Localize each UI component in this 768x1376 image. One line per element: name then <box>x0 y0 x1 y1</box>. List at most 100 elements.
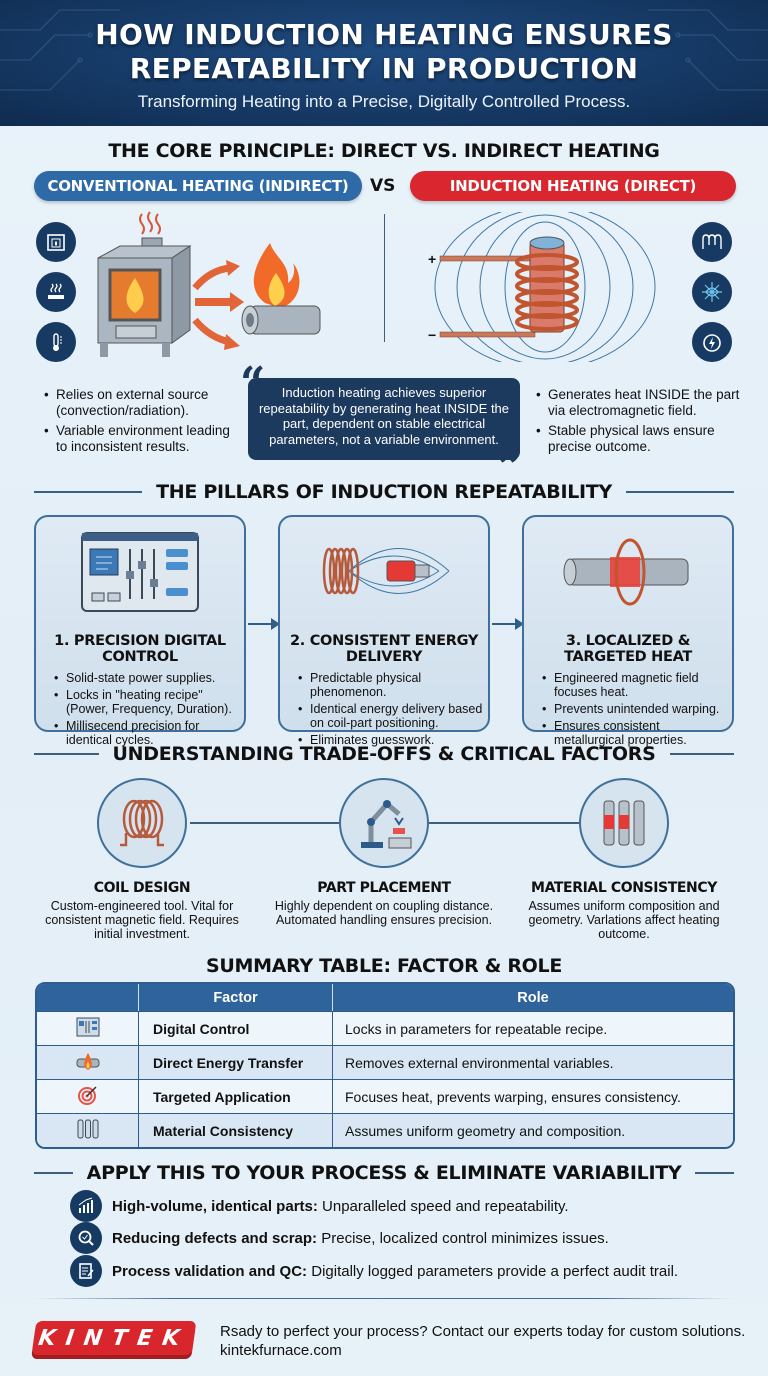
heating-surface-icon <box>36 272 76 312</box>
table-row: Targeted Application Focuses heat, preve… <box>37 1079 733 1113</box>
pillar-title: 3. LOCALIZED & TARGETED HEAT <box>564 633 692 665</box>
document-edit-icon <box>70 1255 102 1287</box>
parts-icon <box>37 1113 139 1147</box>
pillars-header: THE PILLARS OF INDUCTION REPEATABILITY <box>0 481 768 503</box>
control-panel-icon <box>81 532 199 612</box>
circuit-decoration-icon <box>648 9 768 91</box>
conventional-heating-pill: CONVENTIONAL HEATING (INDIRECT) <box>34 171 362 201</box>
factor-coil-design: COIL DESIGN Custom-engineered tool. Vita… <box>32 778 252 941</box>
close-quote-icon: ” <box>498 442 524 493</box>
magnetic-field-icon <box>692 272 732 312</box>
factor-cell: Direct Energy Transfer <box>139 1045 333 1079</box>
website-link[interactable]: kintekfurnace.com <box>220 1342 342 1359</box>
bullet: Predictable physical phenomenon. <box>298 671 488 699</box>
table-row: Material Consistency Assumes uniform geo… <box>37 1113 733 1147</box>
table-row: Digital Control Locks in parameters for … <box>37 1011 733 1045</box>
factor-part-placement: PART PLACEMENT Highly dependent on coupl… <box>274 778 494 927</box>
apply-section-title: APPLY THIS TO YOUR PROCESS & ELIMINATE V… <box>86 1162 682 1184</box>
arrow-right-icon <box>492 618 524 630</box>
bullet: Ensures consistent metallurgical propert… <box>542 719 732 747</box>
summary-table: Factor Role Digital Control Locks in par… <box>35 982 735 1149</box>
divider-line <box>34 491 143 493</box>
induction-coil-illustration: + − <box>428 212 656 362</box>
page-subtitle: Transforming Heating into a Precise, Dig… <box>137 92 631 111</box>
table-header-row: Factor Role <box>37 984 733 1011</box>
apply-header: APPLY THIS TO YOUR PROCESS & ELIMINATE V… <box>0 1162 768 1184</box>
bullet: Engineered magnetic field focuses heat. <box>542 671 732 699</box>
kintek-logo[interactable]: KINTEK <box>31 1321 197 1355</box>
bullet: Eliminates guesswork. <box>298 733 488 747</box>
role-cell: Locks in parameters for repeatable recip… <box>333 1011 733 1045</box>
bar-chart-icon <box>70 1190 102 1222</box>
conventional-bullets: Relies on external source (convection/ra… <box>44 387 244 459</box>
bullet: Locks in "heating recipe" (Power, Freque… <box>54 688 244 716</box>
footer-cta: Rsady to perfect your process? Contact o… <box>220 1322 745 1360</box>
core-section-title: THE CORE PRINCIPLE: DIRECT VS. INDIRECT … <box>108 140 660 162</box>
robot-arm-icon <box>339 778 429 868</box>
bullet: Solid-state power supplies. <box>54 671 244 685</box>
apply-item: Process validation and QC: Digitally log… <box>70 1255 678 1287</box>
divider-line <box>695 1172 735 1174</box>
pillar-card-localized-heat: 3. LOCALIZED & TARGETED HEAT Engineered … <box>522 515 734 747</box>
vs-label: VS <box>370 176 396 196</box>
bullet: Stable physical laws ensure precise outc… <box>536 423 746 455</box>
factor-text: Custom-engineered tool. Vital for consis… <box>45 899 239 941</box>
apply-item: Reducing defects and scrap: Precise, loc… <box>70 1222 609 1254</box>
apply-item-text: Process validation and QC: Digitally log… <box>112 1262 679 1280</box>
key-quote: Induction heating achieves superior repe… <box>248 378 520 460</box>
furnace-illustration <box>97 211 321 357</box>
coil-design-icon <box>97 778 187 868</box>
coil-icon <box>692 222 732 262</box>
bullet: Relies on external source (convection/ra… <box>44 387 244 419</box>
divider-line <box>669 753 735 755</box>
bullet: Variable environment leading to inconsis… <box>44 423 244 455</box>
pillars-section-title: THE PILLARS OF INDUCTION REPEATABILITY <box>156 481 612 503</box>
factor-title: COIL DESIGN <box>93 880 191 896</box>
parts-icon <box>579 778 669 868</box>
pillar-card-digital-control: 1. PRECISION DIGITAL CONTROL Solid-state… <box>34 515 246 747</box>
svg-text:−: − <box>428 327 436 343</box>
furnace-icon <box>36 222 76 262</box>
induction-bullets: Generates heat INSIDE the part via elect… <box>536 387 746 459</box>
pillar-title: 2. CONSISTENT ENERGY DELIVERY <box>289 633 479 665</box>
pillar-title: 1. PRECISION DIGITAL CONTROL <box>54 633 226 665</box>
pillar-bullets: Engineered magnetic field focuses heat. … <box>542 671 732 747</box>
localized-heat-icon <box>563 538 689 606</box>
pillar-card-energy-delivery: 2. CONSISTENT ENERGY DELIVERY Predictabl… <box>278 515 490 747</box>
pillar-bullets: Predictable physical phenomenon. Identic… <box>298 671 488 747</box>
factor-material-consistency: MATERIAL CONSISTENCY Assumes uniform com… <box>514 778 734 941</box>
divider-line <box>34 753 99 755</box>
bullet: Generates heat INSIDE the part via elect… <box>536 387 746 419</box>
target-icon <box>37 1079 139 1113</box>
summary-section-title: SUMMARY TABLE: FACTOR & ROLE <box>205 955 563 977</box>
circuit-decoration-icon <box>0 9 120 91</box>
heated-pipe-icon <box>37 1045 139 1079</box>
bullet: Prevents unintended warping. <box>542 702 732 716</box>
apply-item-text: Reducing defects and scrap: Precise, loc… <box>112 1229 609 1247</box>
table-row: Direct Energy Transfer Removes external … <box>37 1045 733 1079</box>
thermometer-icon <box>36 322 76 362</box>
induction-heating-pill: INDUCTION HEATING (DIRECT) <box>410 171 736 201</box>
tradeoffs-section-title: UNDERSTANDING TRADE-OFFS & CRITICAL FACT… <box>112 743 656 765</box>
divider-line <box>34 1172 73 1174</box>
factor-cell: Targeted Application <box>139 1079 333 1113</box>
factor-text: Assumes uniform composition and geometry… <box>528 899 720 941</box>
divider-line <box>625 491 734 493</box>
apply-item: High-volume, identical parts: Unparallel… <box>70 1190 569 1222</box>
bullet: Millisecend precision for identical cycl… <box>54 719 244 747</box>
apply-item-text: High-volume, identical parts: Unparallel… <box>112 1197 569 1215</box>
tradeoffs-header: UNDERSTANDING TRADE-OFFS & CRITICAL FACT… <box>0 743 768 765</box>
column-header-factor: Factor <box>139 984 333 1011</box>
pillar-bullets: Solid-state power supplies. Locks in "he… <box>54 671 244 747</box>
power-icon <box>692 322 732 362</box>
factor-title: PART PLACEMENT <box>317 880 451 896</box>
column-header-role: Role <box>333 984 733 1011</box>
vs-divider <box>384 214 385 342</box>
bullet: Identical energy delivery based on coil-… <box>298 702 488 730</box>
role-cell: Focuses heat, prevents warping, ensures … <box>333 1079 733 1113</box>
control-panel-icon <box>37 1011 139 1045</box>
role-cell: Assumes uniform geometry and composition… <box>333 1113 733 1147</box>
svg-text:+: + <box>428 251 436 267</box>
